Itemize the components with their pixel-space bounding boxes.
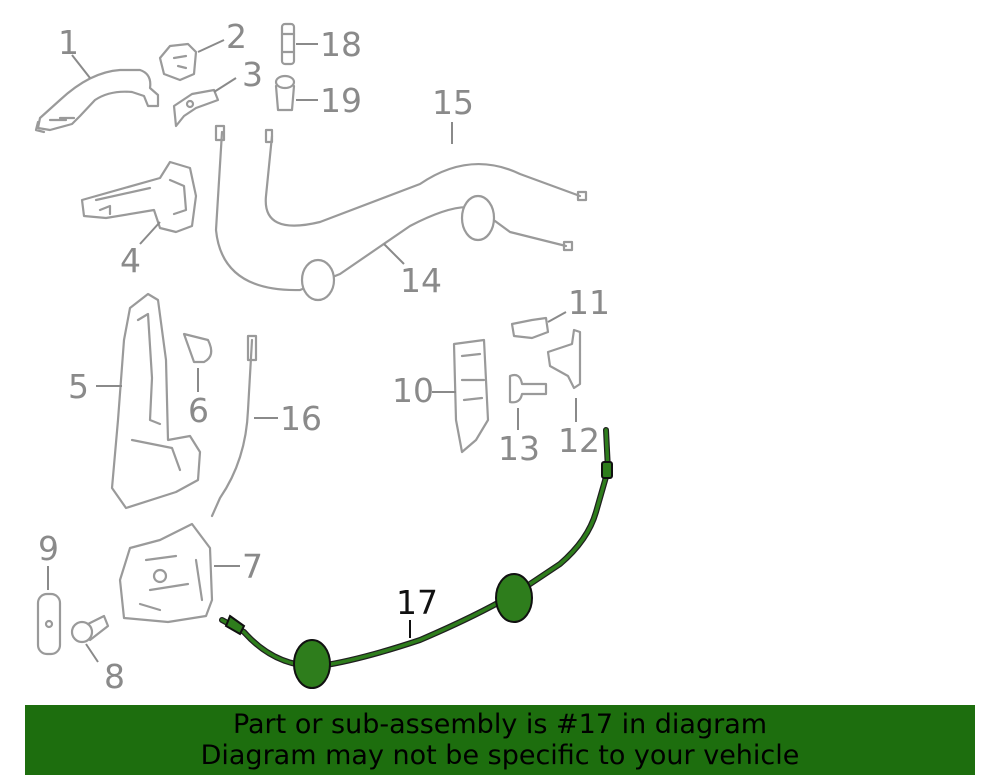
callout-4: 4 [120, 241, 141, 280]
callout-5: 5 [68, 367, 89, 406]
part-7-latch [118, 522, 214, 624]
part-8-screw [70, 614, 110, 644]
leader-3 [213, 77, 237, 93]
part-5-handle-housing [110, 292, 202, 510]
callout-11: 11 [568, 283, 610, 322]
callout-7: 7 [242, 547, 263, 586]
part-11-clip [510, 316, 550, 340]
callout-12: 12 [558, 421, 600, 460]
part-6-bolt [182, 332, 213, 364]
callout-15: 15 [432, 83, 474, 122]
banner-line-1: Part or sub-assembly is #17 in diagram [232, 709, 768, 740]
leader-1 [71, 54, 91, 79]
callout-17: 17 [396, 583, 438, 622]
callout-1: 1 [58, 23, 79, 62]
part-9-seal [36, 592, 62, 656]
callout-18: 18 [320, 25, 362, 64]
leader-11 [547, 311, 567, 323]
part-4-handle-carrier [80, 160, 198, 234]
callout-6: 6 [188, 391, 209, 430]
part-15-cable [264, 128, 588, 227]
callout-3: 3 [242, 55, 263, 94]
callout-13: 13 [498, 429, 540, 468]
part-1-outside-handle [34, 68, 160, 134]
callout-16: 16 [280, 399, 322, 438]
info-banner: Part or sub-assembly is #17 in diagram D… [25, 705, 975, 775]
callout-8: 8 [104, 657, 125, 696]
leader-14 [383, 243, 405, 265]
leader-2 [197, 39, 225, 53]
callout-10: 10 [392, 371, 434, 410]
part-2-handle-cap [158, 42, 198, 82]
callout-14: 14 [400, 261, 442, 300]
part-12-striker [546, 328, 582, 390]
callout-2: 2 [226, 17, 247, 56]
part-10-bracket [452, 338, 490, 454]
part-18-pin [280, 22, 296, 66]
part-13-bolt [508, 373, 548, 404]
part-17-cable-highlighted [219, 427, 613, 689]
leader-8 [85, 643, 99, 663]
callout-9: 9 [38, 529, 59, 568]
banner-line-2: Diagram may not be specific to your vehi… [200, 740, 800, 771]
part-19-clip [274, 74, 296, 112]
part-16-cable [210, 334, 258, 518]
part-3-gasket [172, 88, 220, 128]
part-14-cable [214, 124, 574, 302]
leader-4 [139, 221, 161, 245]
callout-19: 19 [320, 81, 362, 120]
